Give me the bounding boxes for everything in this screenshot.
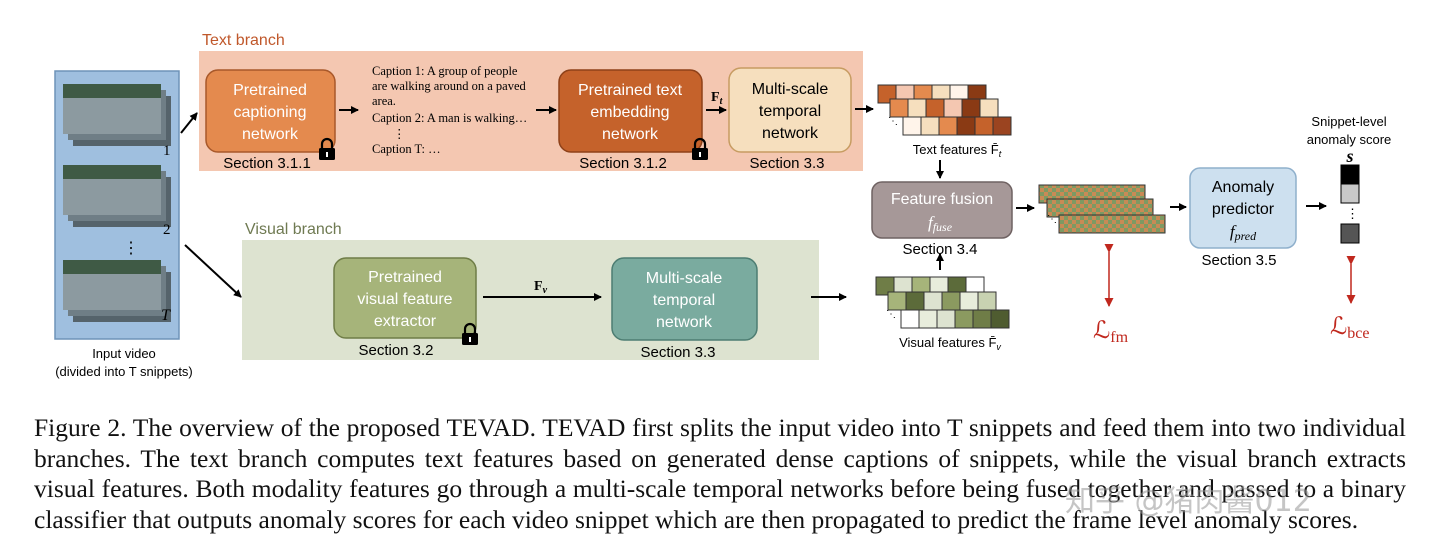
- visual-features-label: Visual features F̄v: [899, 335, 1001, 352]
- visual-multiscale-temporal-box: [611, 257, 758, 341]
- loss-bce: ℒbce: [1330, 314, 1370, 342]
- captioning-line2: captioning: [234, 104, 307, 121]
- text-embedding-line2: embedding: [590, 104, 669, 121]
- fusion-line1: Feature fusion: [891, 191, 993, 208]
- fused-feature-stack: [1038, 184, 1166, 234]
- predictor-line3: fpred: [1230, 222, 1257, 243]
- predictor-line2: predictor: [1212, 201, 1275, 218]
- score-label-2: anomaly score: [1307, 132, 1392, 147]
- snippet-label-1: 1: [163, 143, 171, 159]
- visual-branch-label: Visual branch: [245, 221, 342, 238]
- loss-fm: ℒfm: [1093, 318, 1129, 346]
- caption-dots: ⋮: [393, 127, 406, 141]
- visual-extractor-section: Section 3.2: [358, 342, 433, 359]
- text-embedding-network-box: [558, 69, 703, 153]
- text-mst-section: Section 3.3: [749, 155, 824, 172]
- visual-mst-line3: network: [656, 314, 713, 331]
- text-embedding-line3: network: [602, 126, 659, 143]
- snippet-score-bars: [1340, 164, 1360, 244]
- figure-caption: Figure 2. The overview of the proposed T…: [34, 413, 1406, 534]
- captioning-line3: network: [242, 126, 299, 143]
- predictor-section: Section 3.5: [1201, 252, 1276, 269]
- visual-feature-extractor-box: [333, 257, 477, 339]
- text-feature-stack: ⋱: [877, 84, 1012, 136]
- visual-extractor-line1: Pretrained: [368, 269, 442, 286]
- captioning-network-box: [205, 69, 336, 153]
- text-mst-line3: network: [762, 125, 819, 142]
- text-mst-line1: Multi-scale: [752, 81, 829, 98]
- text-mst-line2: temporal: [759, 103, 821, 120]
- snippet-label-t: T: [161, 307, 171, 324]
- visual-feature-stack: ⋱: [875, 276, 1010, 329]
- fusion-line2: ffuse: [928, 213, 953, 234]
- visual-mst-line1: Multi-scale: [646, 270, 723, 287]
- snippet-label-2: 2: [163, 222, 171, 238]
- predictor-line1: Anomaly: [1212, 179, 1274, 196]
- score-label-1: Snippet-level: [1311, 114, 1386, 129]
- video-frames-snippet-1: [63, 84, 171, 146]
- feature-fusion-box: [871, 181, 1013, 239]
- text-branch-label: Text branch: [202, 32, 285, 49]
- ft-symbol: Ft: [711, 90, 724, 107]
- input-video-sublabel: (divided into T snippets): [55, 364, 193, 379]
- visual-extractor-line3: extractor: [374, 313, 437, 330]
- caption-2: Caption 2: A man is walking…: [372, 111, 527, 125]
- caption-1b: are walking around on a paved: [372, 79, 527, 93]
- caption-t: Caption T: …: [372, 142, 441, 156]
- svg-text:⋱: ⋱: [888, 116, 898, 127]
- generated-captions: Caption 1: A group of people are walking…: [372, 64, 527, 156]
- text-embedding-section: Section 3.1.2: [579, 155, 667, 172]
- score-symbol: s: [1345, 146, 1353, 166]
- watermark: 知乎 @猪肉酱012: [1065, 484, 1312, 519]
- snippet-label-dots: ⋮: [123, 240, 139, 257]
- score-dots: ⋮: [1346, 206, 1359, 221]
- visual-mst-section: Section 3.3: [640, 344, 715, 361]
- video-frames-snippet-t: [63, 260, 171, 322]
- visual-mst-line2: temporal: [653, 292, 715, 309]
- input-video-label: Input video: [92, 346, 156, 361]
- visual-extractor-line2: visual feature: [357, 291, 452, 308]
- text-embedding-line1: Pretrained text: [578, 82, 683, 99]
- caption-1c: area.: [372, 94, 396, 108]
- captioning-section: Section 3.1.1: [223, 155, 311, 172]
- fused-dots: ⋱: [1047, 214, 1057, 225]
- text-multiscale-temporal-box: [728, 67, 852, 153]
- fusion-section: Section 3.4: [902, 241, 977, 258]
- anomaly-predictor-box: [1189, 167, 1297, 249]
- video-frames-snippet-2: [63, 165, 171, 227]
- tevad-overview-diagram: Text branch Visual branch 1 2 ⋮ T Input …: [54, 32, 1392, 379]
- captioning-line1: Pretrained: [233, 82, 307, 99]
- fv-symbol: Fv: [534, 279, 548, 296]
- caption-1a: Caption 1: A group of people: [372, 64, 518, 78]
- svg-text:⋱: ⋱: [886, 309, 896, 320]
- text-features-label: Text features F̄t: [913, 142, 1002, 159]
